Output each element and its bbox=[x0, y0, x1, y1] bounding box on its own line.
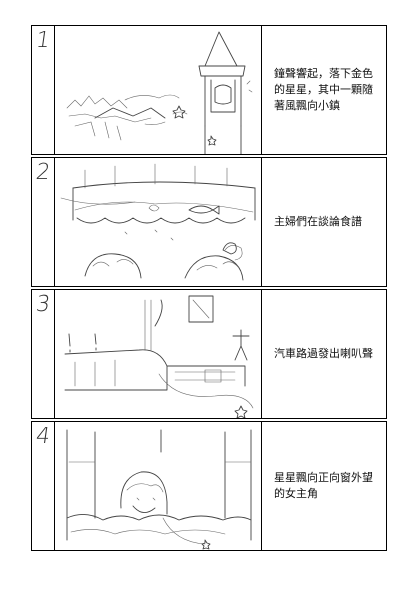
panel-1: 1 bbox=[31, 25, 387, 155]
panel-2: 2 bbox=[31, 157, 387, 287]
panel-number: 2 bbox=[34, 160, 52, 185]
panel-description-text: 鐘聲響起，落下金色的星星，其中一顆隨著風飄向小鎮 bbox=[274, 67, 373, 112]
panel-number: 4 bbox=[34, 424, 52, 449]
panel-number: 3 bbox=[34, 292, 52, 317]
panel-sketch-girl-at-window bbox=[55, 421, 261, 551]
panel-number-cell: 3 bbox=[31, 289, 55, 419]
panel-sketch-car-horn bbox=[55, 289, 261, 419]
storyboard: 1 bbox=[31, 25, 387, 553]
panel-number-cell: 4 bbox=[31, 421, 55, 551]
panel-sketch-bell-tower bbox=[55, 25, 261, 155]
panel-description-text: 汽車路過發出喇叭聲 bbox=[274, 347, 373, 360]
panel-description: 星星飄向正向窗外望的女主角 bbox=[261, 421, 387, 551]
panel-description-text: 星星飄向正向窗外望的女主角 bbox=[274, 471, 373, 500]
panel-description: 汽車路過發出喇叭聲 bbox=[261, 289, 387, 419]
panel-description: 鐘聲響起，落下金色的星星，其中一顆隨著風飄向小鎮 bbox=[261, 25, 387, 155]
panel-4: 4 星星飄向正向窗外望的女主角 bbox=[31, 421, 387, 551]
panel-sketch-market-awning bbox=[55, 157, 261, 287]
panel-description-text: 主婦們在談論食譜 bbox=[274, 215, 362, 228]
panel-number-cell: 2 bbox=[31, 157, 55, 287]
panel-number-cell: 1 bbox=[31, 25, 55, 155]
panel-number: 1 bbox=[34, 28, 52, 53]
panel-description: 主婦們在談論食譜 bbox=[261, 157, 387, 287]
panel-3: 3 bbox=[31, 289, 387, 419]
